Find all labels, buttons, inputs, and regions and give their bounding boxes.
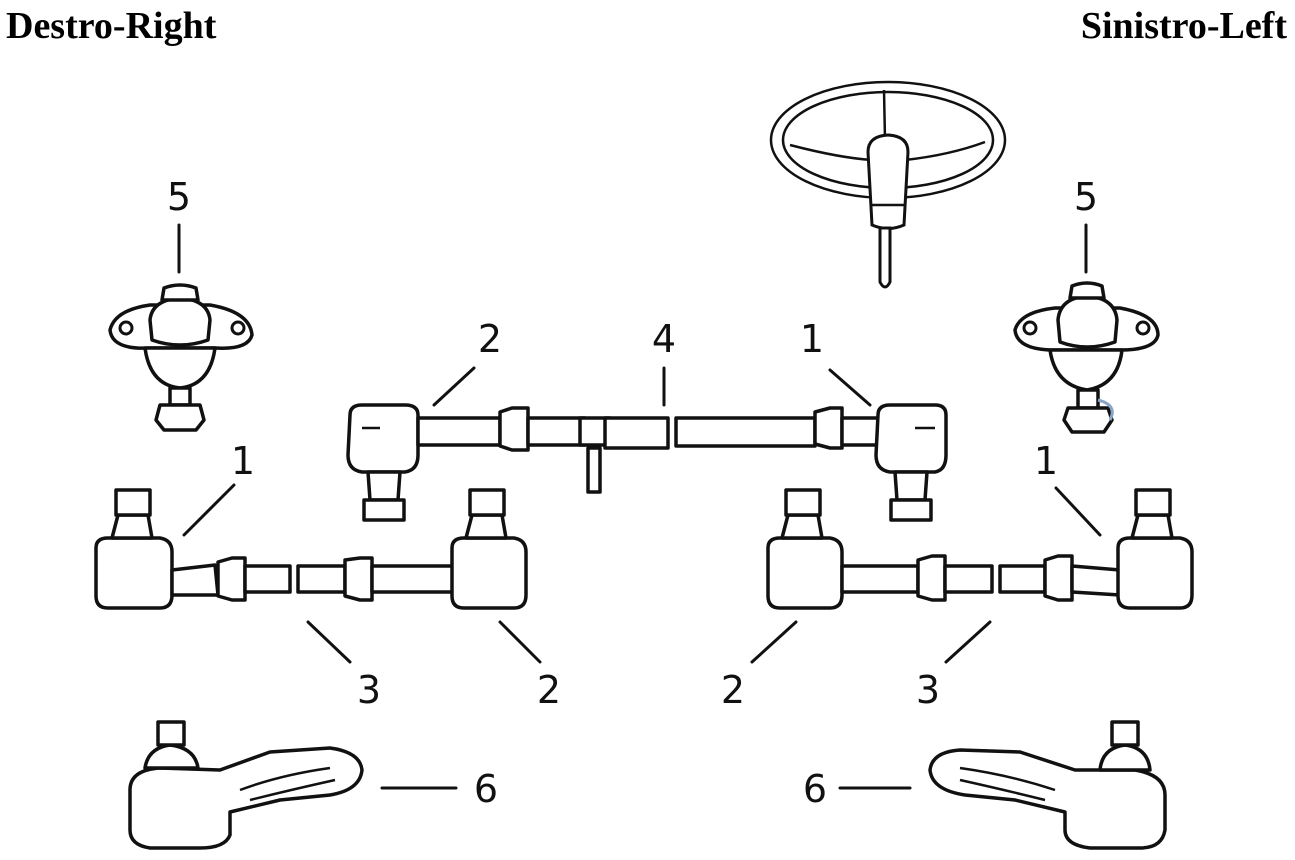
callout-2-left: 2	[721, 668, 745, 712]
callout-1-center: 1	[800, 317, 824, 361]
steering-wheel	[769, 80, 1007, 289]
idler-arm-right	[128, 720, 364, 850]
callout-3-left: 3	[916, 668, 940, 712]
callout-3-right: 3	[357, 668, 381, 712]
tie-rod-left	[766, 488, 1194, 610]
center-track-rod	[346, 403, 948, 522]
leader-lines	[177, 223, 1102, 790]
callout-1-right: 1	[231, 439, 255, 483]
callout-1-left: 1	[1034, 439, 1058, 483]
callout-6-left: 6	[803, 767, 827, 811]
callout-5-left: 5	[1074, 175, 1098, 219]
callout-5-right: 5	[167, 175, 191, 219]
callout-2-right: 2	[537, 668, 561, 712]
title-destro-right: Destro-Right	[6, 5, 217, 47]
ball-joint-right	[108, 283, 254, 432]
callout-4: 4	[652, 317, 676, 361]
callout-6-right: 6	[474, 767, 498, 811]
callout-2-center: 2	[478, 317, 502, 361]
idler-arm-left	[928, 720, 1167, 850]
title-sinistro-left: Sinistro-Left	[1080, 5, 1287, 47]
tie-rod-right	[94, 488, 528, 610]
ball-joint-left	[1013, 281, 1160, 434]
